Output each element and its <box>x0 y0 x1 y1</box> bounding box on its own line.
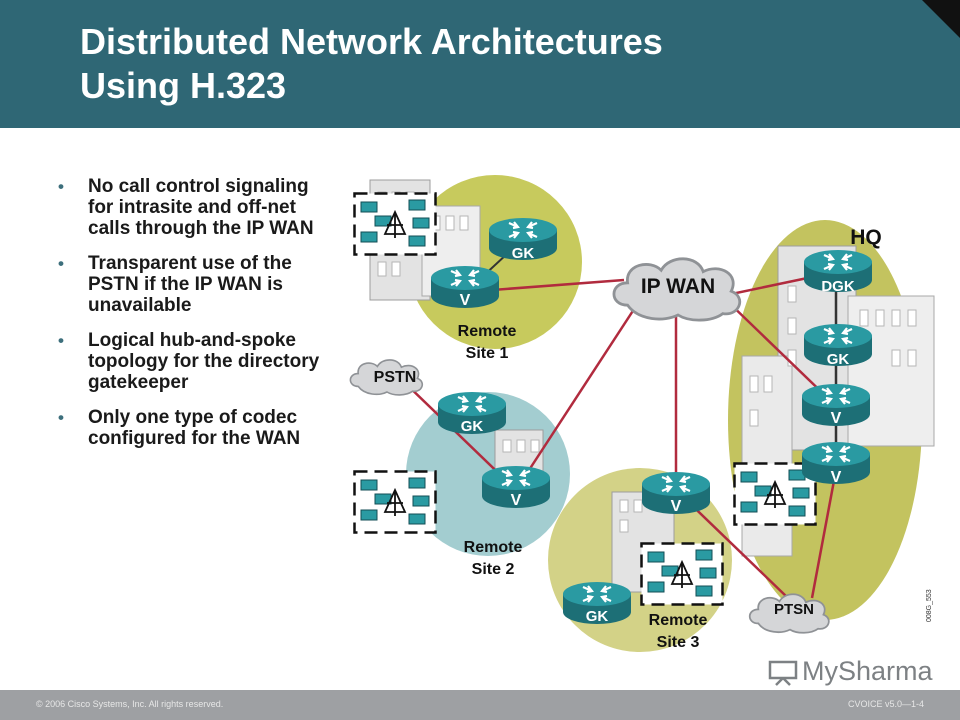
ip-wan-label: IP WAN <box>641 275 715 298</box>
hq-voice-gateway-router-icon: V <box>801 440 871 486</box>
figure-code: 008G_553 <box>926 589 933 622</box>
gk-label: GK <box>586 608 609 625</box>
bullet-item: Only one type of codec configured for th… <box>58 407 338 449</box>
site1-gatekeeper-router-icon: GK <box>488 216 558 262</box>
site2-label-line2: Site 2 <box>472 561 515 578</box>
gk-label: GK <box>827 351 850 368</box>
hq-voice-gateway-router-icon: V <box>801 382 871 428</box>
bullet-item: Transparent use of the PSTN if the IP WA… <box>58 253 338 316</box>
watermark-text: MySharma <box>802 656 933 686</box>
v-label: V <box>831 410 842 427</box>
site3-voice-gateway-router-icon: V <box>641 470 711 516</box>
bullet-list: No call control signaling for intrasite … <box>58 176 338 463</box>
dgk-label: DGK <box>821 278 855 295</box>
bullet-item: No call control signaling for intrasite … <box>58 176 338 239</box>
site3-phone-cluster-icon <box>640 542 724 606</box>
v-label: V <box>831 469 842 486</box>
site1-label-line1: Remote <box>458 323 517 340</box>
hq-directory-gatekeeper-router-icon: DGK <box>803 248 873 295</box>
copyright-text: © 2006 Cisco Systems, Inc. All rights re… <box>36 699 224 709</box>
pstn-cloud-icon: PSTN <box>349 359 424 396</box>
slide-title: Distributed Network Architectures Using … <box>80 20 663 108</box>
hq-label: HQ <box>850 226 882 249</box>
title-line-2: Using H.323 <box>80 65 287 106</box>
site2-gatekeeper-router-icon: GK <box>437 390 507 436</box>
site2-phone-cluster-icon <box>353 470 437 534</box>
site3-label-line1: Remote <box>649 612 708 629</box>
ip-wan-cloud-icon: IP WAN <box>612 257 742 322</box>
site1-phone-cluster-icon <box>353 192 437 256</box>
footer-bar: © 2006 Cisco Systems, Inc. All rights re… <box>0 690 960 720</box>
corner-fold <box>922 0 960 38</box>
site3-label-line2: Site 3 <box>657 634 700 651</box>
site2-label-line1: Remote <box>464 539 523 556</box>
course-code: CVOICE v5.0—1-4 <box>847 699 924 709</box>
site2-voice-gateway-router-icon: V <box>481 464 551 510</box>
title-line-1: Distributed Network Architectures <box>80 21 663 62</box>
site3-gatekeeper-router-icon: GK <box>562 580 632 626</box>
site1-label-line2: Site 1 <box>466 345 509 362</box>
v-label: V <box>460 292 471 309</box>
ptsn-label: PTSN <box>774 601 814 618</box>
ptsn-cloud-icon: PTSN <box>748 593 830 634</box>
hq-gatekeeper-router-icon: GK <box>803 322 873 368</box>
network-diagram: IP WAN PSTN PTSN GK V GK V V GK DGK <box>349 175 935 652</box>
v-label: V <box>671 498 682 515</box>
site1-voice-gateway-router-icon: V <box>430 264 500 310</box>
gk-label: GK <box>512 245 535 262</box>
presentation-icon <box>768 660 798 686</box>
bullet-item: Logical hub-and-spoke topology for the d… <box>58 330 338 393</box>
pstn-label: PSTN <box>374 369 417 386</box>
v-label: V <box>511 492 522 509</box>
gk-label: GK <box>461 418 484 435</box>
title-bar: Distributed Network Architectures Using … <box>0 0 960 128</box>
watermark: MySharma <box>768 656 933 687</box>
